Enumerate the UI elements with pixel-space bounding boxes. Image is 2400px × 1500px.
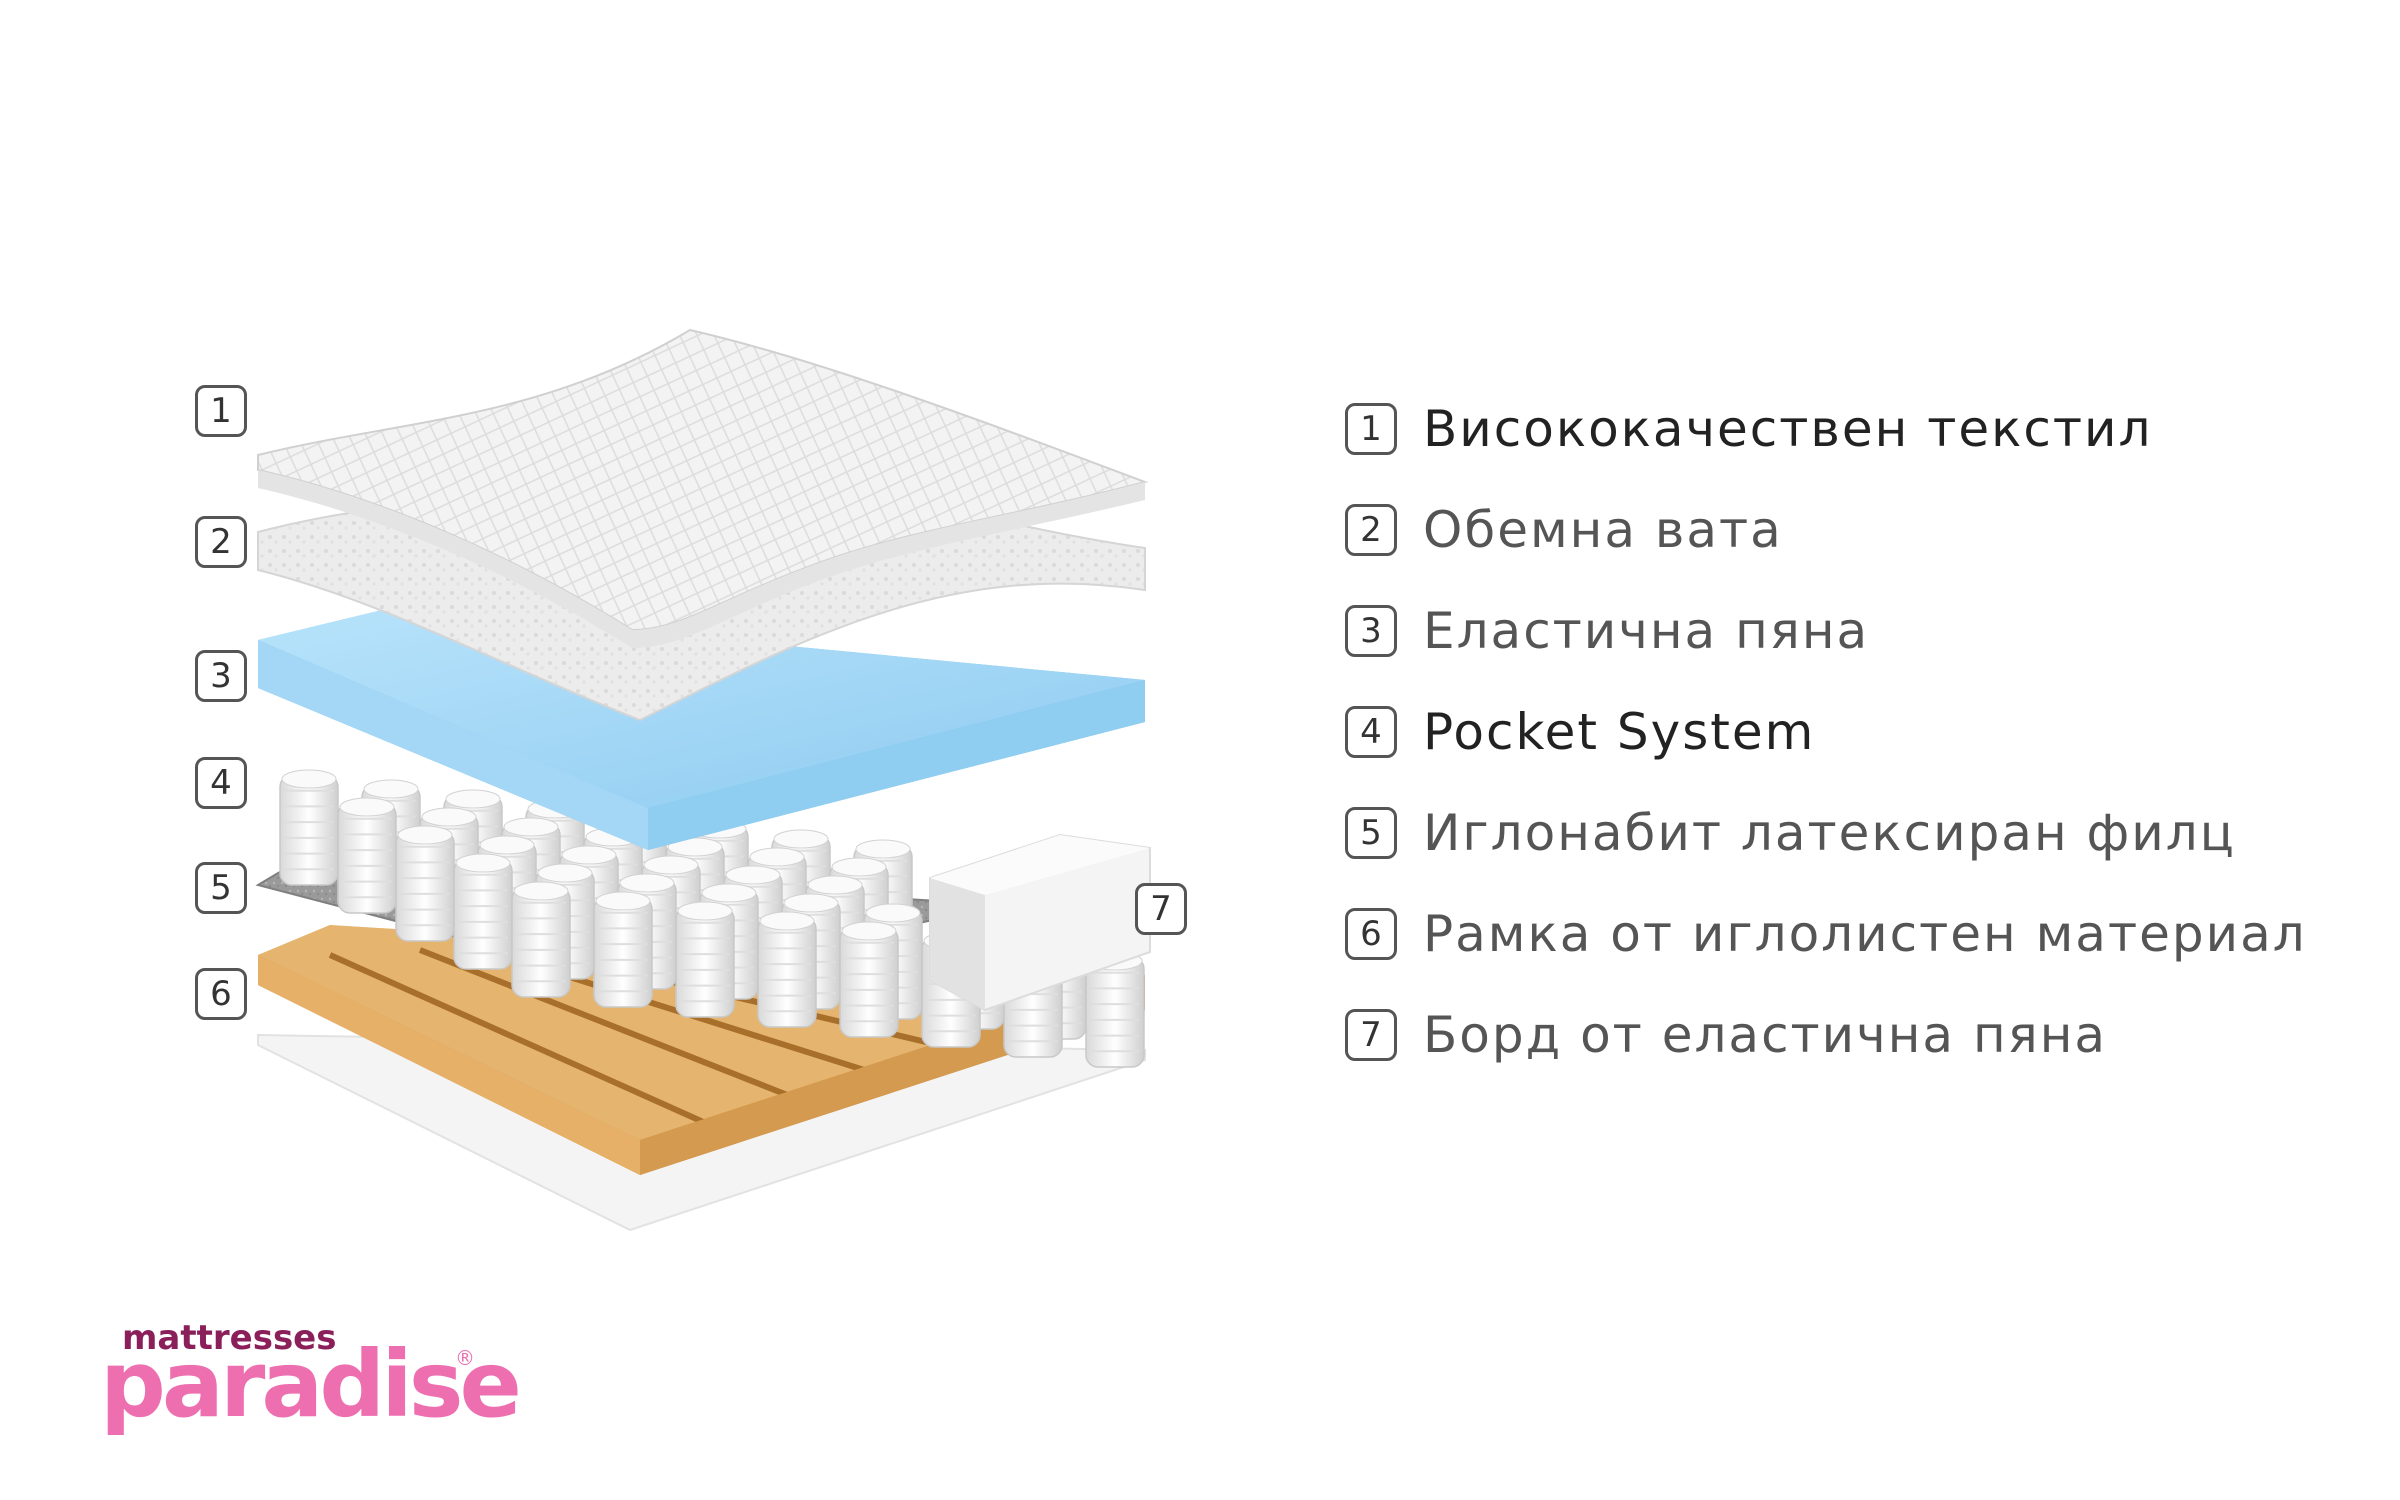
legend-item: 6 Рамка от иглолистен материал [1345,883,2307,984]
legend-badge: 6 [1345,907,1397,960]
logo-main-text: paradise [100,1331,522,1438]
legend-item: 3 Еластична пяна [1345,580,2307,681]
legend-badge: 3 [1345,604,1397,657]
foam-board [929,833,1151,1012]
legend-badge: 4 [1345,705,1397,758]
legend-item: 1 Висококачествен текстил [1345,378,2307,479]
badge-4: 4 [195,757,247,809]
badge-1: 1 [195,385,247,437]
pocket-coil [279,769,339,886]
legend-label: Висококачествен текстил [1423,399,2153,458]
badge-3: 3 [195,650,247,702]
legend-badge: 1 [1345,402,1397,455]
elastic-foam-layer [258,608,1145,850]
pocket-coil [675,901,735,1018]
legend-item: 7 Борд от еластична пяна [1345,984,2307,1085]
pocket-coil [511,881,571,998]
pocket-coil [395,825,455,942]
legend-label: Борд от еластична пяна [1423,1005,2108,1064]
mattress-layers-svg [255,328,1151,1232]
pocket-coil [453,853,513,970]
pocket-coils [279,769,1145,1068]
pocket-coil [757,911,817,1028]
legend-badge: 2 [1345,503,1397,556]
badge-5: 5 [195,862,247,914]
legend-label: Иглонабит латексиран филц [1423,803,2236,862]
pocket-coil [839,921,899,1038]
wooden-frame [258,925,1145,1175]
pocket-coil [593,891,653,1008]
legend: 1 Висококачествен текстил 2 Обемна вата … [1345,378,2307,1085]
badge-2: 2 [195,516,247,568]
badge-6: 6 [195,968,247,1020]
legend-item: 2 Обемна вата [1345,479,2307,580]
brand-logo: mattresses paradise ® [100,1318,522,1448]
legend-label: Еластична пяна [1423,601,1870,660]
legend-label: Обемна вата [1423,500,1783,559]
mattress-illustration: 1 2 3 4 5 6 7 [0,0,1250,1300]
legend-item: 5 Иглонабит латексиран филц [1345,782,2307,883]
pocket-coil [337,797,397,914]
registered-mark: ® [455,1346,475,1370]
legend-badge: 5 [1345,806,1397,859]
legend-item: 4 Pocket System [1345,681,2307,782]
legend-badge: 7 [1345,1008,1397,1061]
legend-label: Pocket System [1423,702,1816,761]
legend-label: Рамка от иглолистен материал [1423,904,2307,963]
badge-7: 7 [1135,883,1187,935]
logo-top-text: mattresses [122,1318,337,1358]
